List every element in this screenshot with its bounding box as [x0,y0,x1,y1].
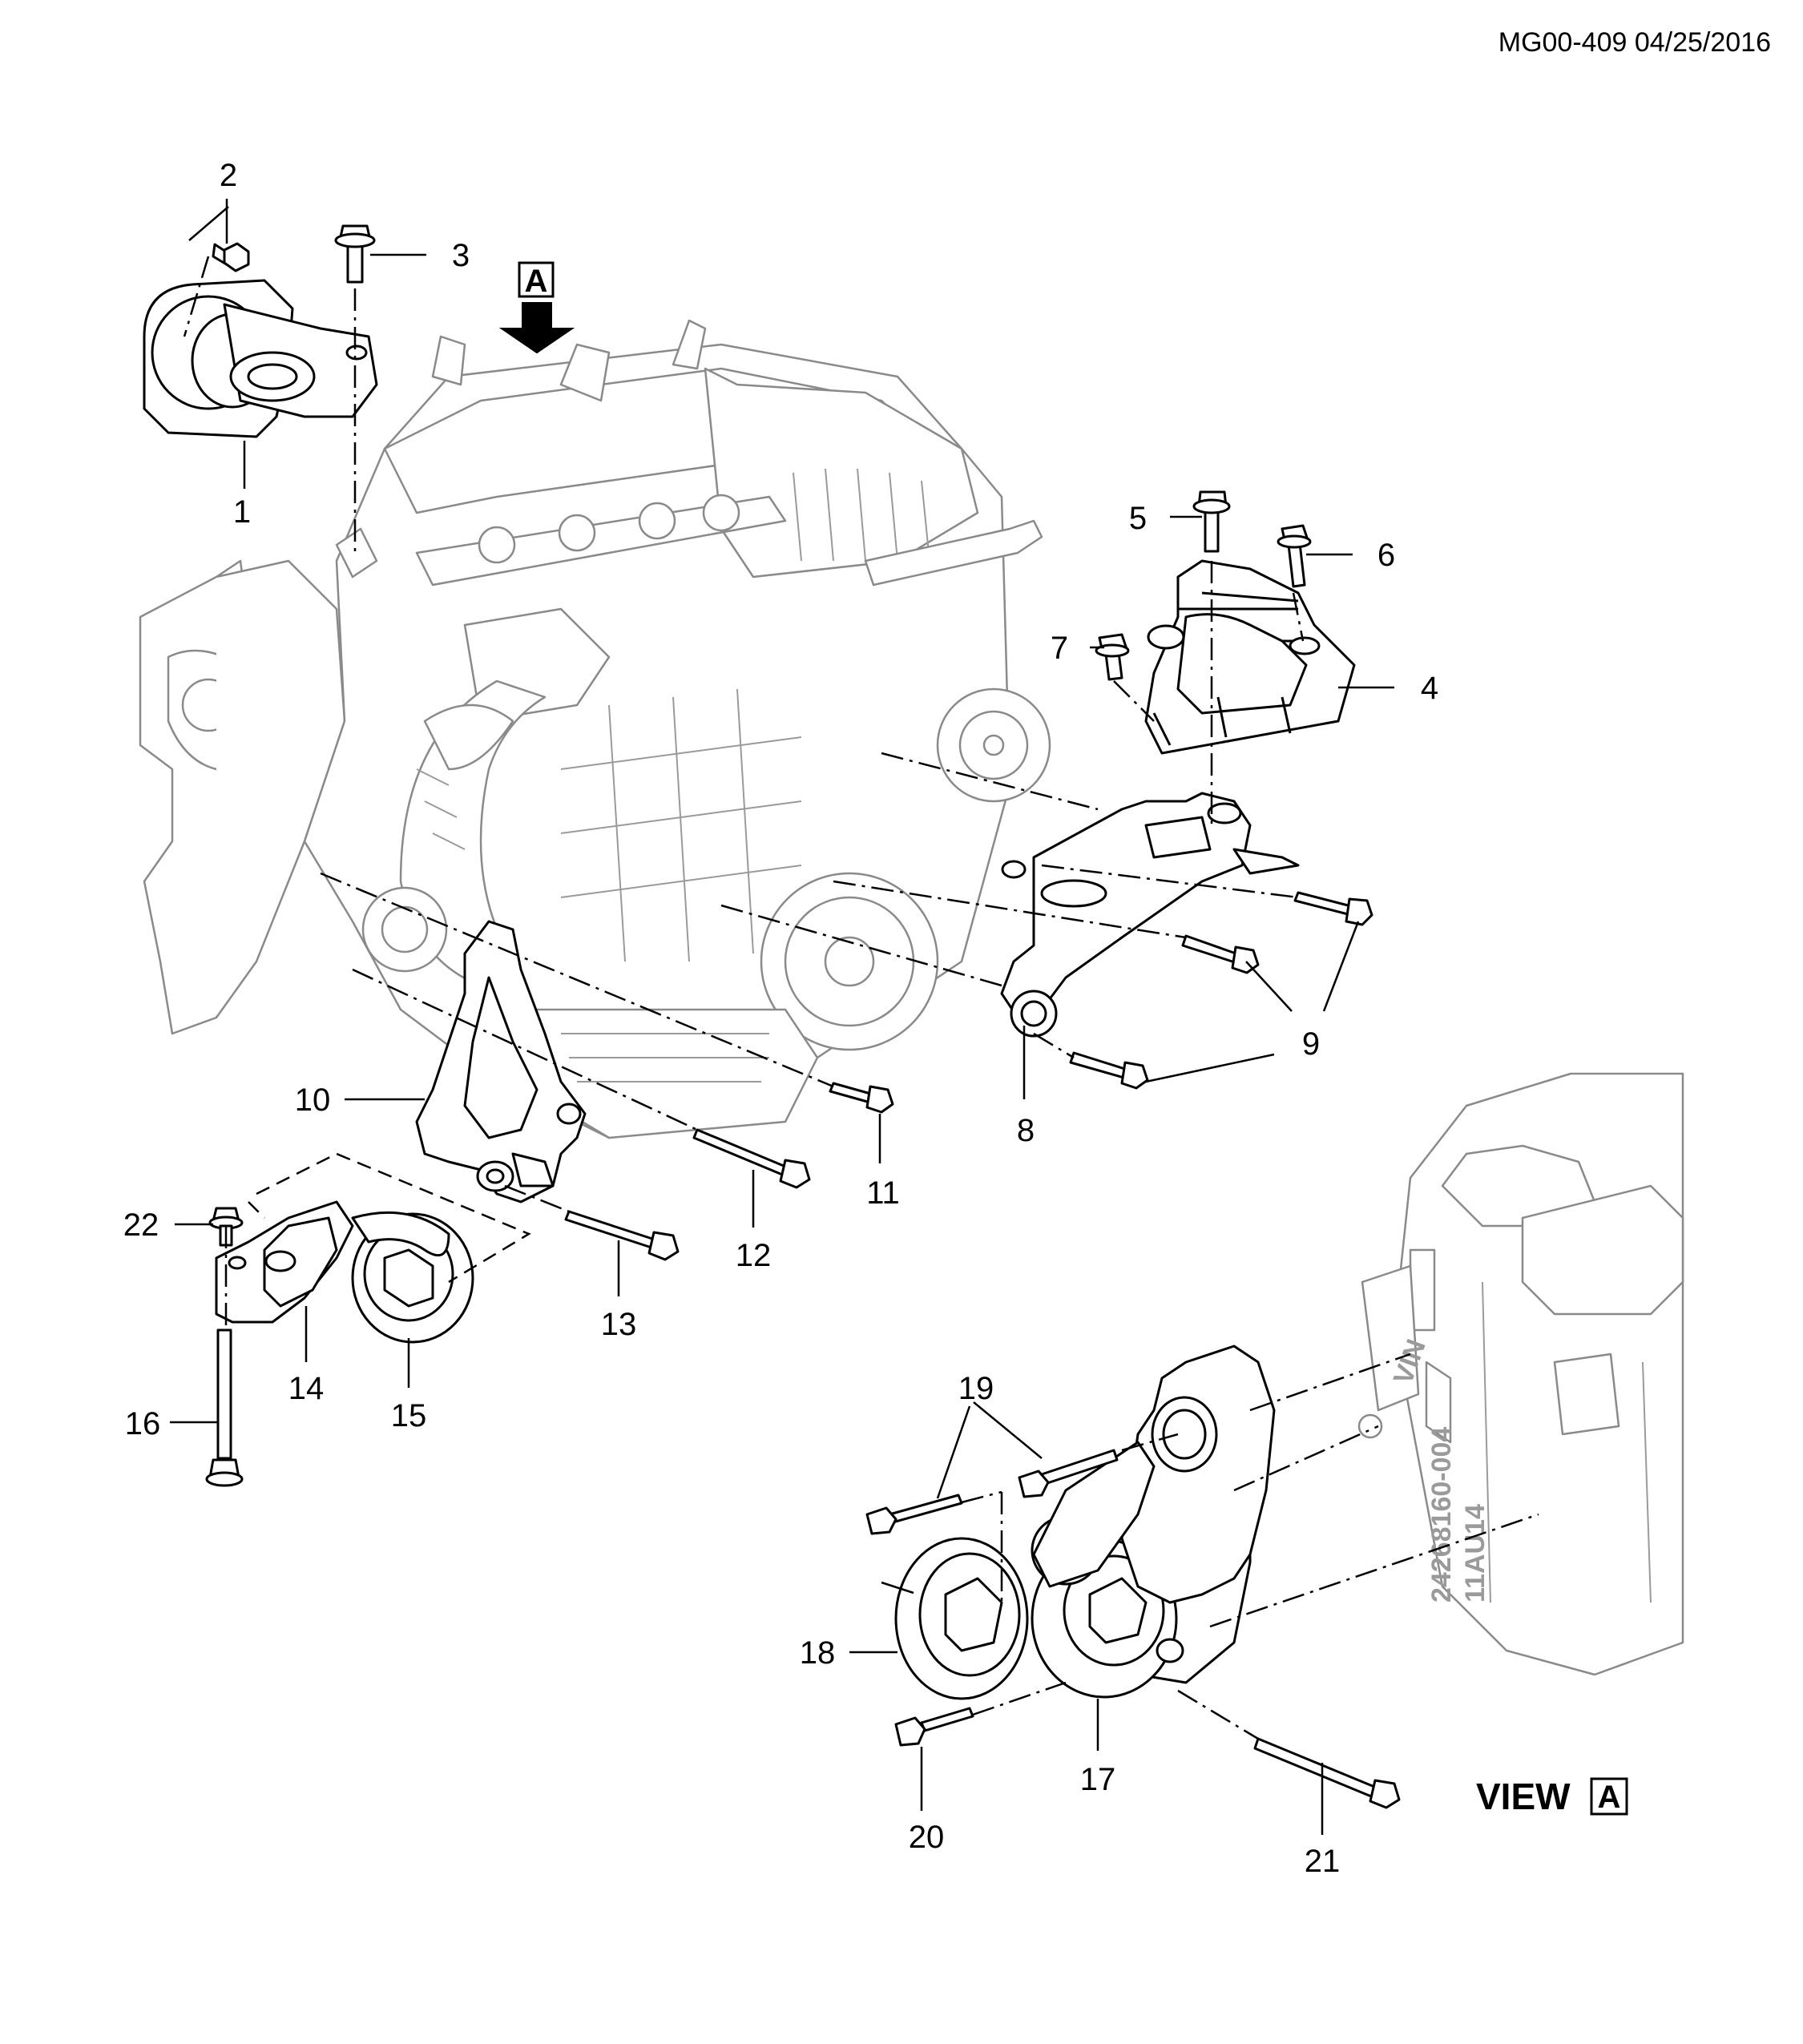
part-12-bolt [692,1128,811,1189]
casting-date-code: 11AU14 [1460,1504,1490,1603]
callout-3: 3 [452,238,470,273]
callout-12: 12 [736,1238,772,1273]
part-9-bolt-upper [1293,891,1373,926]
leader-lines [170,199,1394,1835]
part-2-bolt [212,242,250,272]
part-21-bolt [1253,1737,1401,1809]
callout-7: 7 [1051,631,1068,666]
callout-9: 9 [1302,1026,1320,1062]
callout-4: 4 [1421,671,1438,706]
part-19-bolt-right [1018,1449,1119,1498]
transmission-case: 24268160-004 11AU14 VIN [1357,1072,1684,1676]
part-15-insulator [351,1211,474,1344]
callout-labels: 2 3 1 5 6 7 4 8 9 10 11 12 13 22 14 15 1… [123,158,1438,1879]
part-9-bolt-lower [1181,934,1260,974]
callout-2: 2 [220,158,237,193]
callout-11: 11 [866,1175,900,1211]
casting-part-number: 24268160-004 [1426,1427,1457,1603]
callout-13: 13 [601,1307,637,1342]
assembly-centerlines [183,256,1539,1740]
part-3-bolt [334,224,376,284]
part-10-front-bracket [415,920,587,1203]
callout-18: 18 [800,1635,836,1671]
part-11-bolt [829,1082,894,1114]
callout-21: 21 [1305,1844,1341,1879]
callout-17: 17 [1080,1762,1116,1797]
part-16-bolt [205,1328,244,1487]
callout-15: 15 [391,1398,427,1433]
callout-22: 22 [123,1207,159,1243]
part-4-engine-mount [1144,559,1356,755]
view-caption-letter: A [1598,1780,1621,1815]
view-caption-text: VIEW [1476,1776,1571,1817]
callout-8: 8 [1017,1113,1035,1148]
callout-19: 19 [958,1371,994,1406]
callout-6: 6 [1377,538,1395,573]
part-9-bolt-bottom [1069,1051,1149,1090]
part-18-insulator [894,1537,1029,1700]
callout-1: 1 [233,494,251,530]
part-5-bolt [1192,490,1231,553]
callout-14: 14 [288,1371,325,1406]
view-a-caption: VIEW A [1476,1776,1628,1817]
part-6-bolt [1277,524,1312,588]
part-14-front-mount [215,1200,354,1324]
part-7-bolt [1095,633,1130,681]
view-a-arrow: A [498,261,575,354]
part-8-mount-bracket [1000,792,1300,1038]
callout-20: 20 [909,1820,945,1855]
part-19-bolt-left [865,1494,963,1535]
view-a-marker-letter: A [525,264,548,299]
callout-5: 5 [1129,501,1147,536]
callout-10: 10 [295,1082,331,1118]
part-13-bolt [564,1210,680,1261]
part-20-bolt [894,1707,974,1747]
callout-16: 16 [125,1406,161,1441]
part-1-transmission-mount [143,279,378,438]
view-a-bracket [1031,1345,1276,1604]
engine-assembly [139,319,1051,1139]
document-id: MG00-409 04/25/2016 [1498,27,1771,58]
